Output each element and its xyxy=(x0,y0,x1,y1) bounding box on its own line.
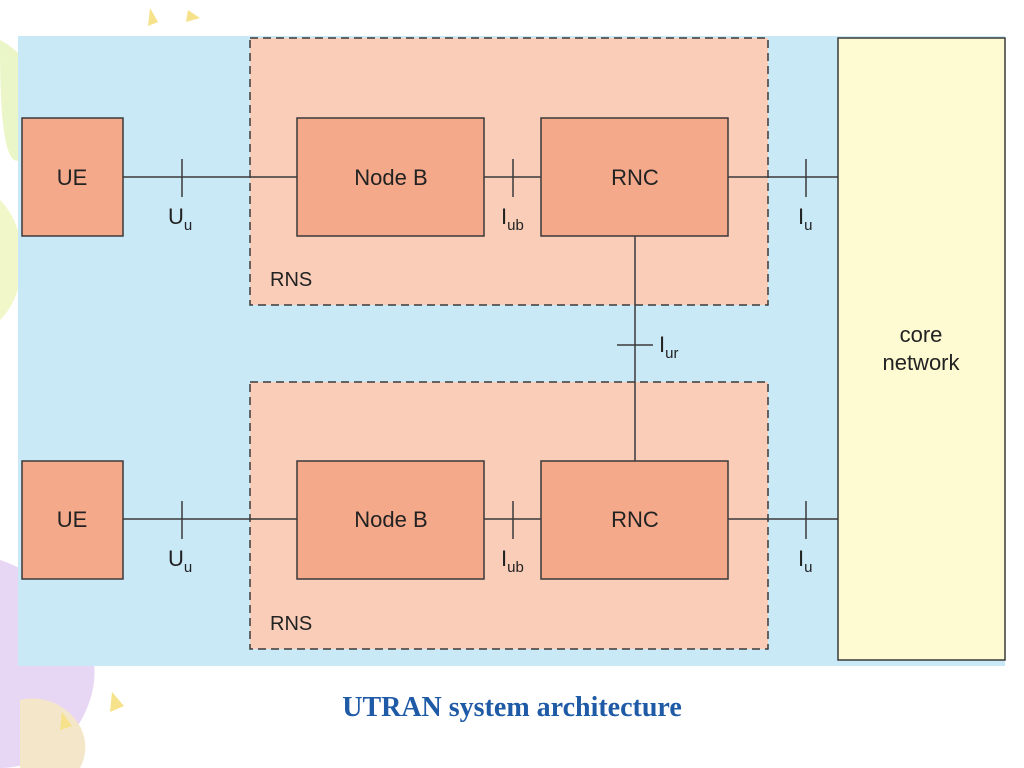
decorative-star xyxy=(110,692,124,712)
core-network-label-line2: network xyxy=(882,350,960,375)
uu-label: Uu xyxy=(168,204,192,234)
ue-box xyxy=(21,117,124,237)
rns-top: RNS UE Node B RNC Uu Iub Iu xyxy=(21,37,838,306)
decorative-star xyxy=(60,712,72,730)
diagram-caption: UTRAN system architecture xyxy=(342,692,682,723)
rnc-box xyxy=(540,460,729,580)
rnc-label: RNC xyxy=(611,165,659,190)
decorative-star xyxy=(148,8,158,26)
rnc-label: RNC xyxy=(611,507,659,532)
node-b-label: Node B xyxy=(354,507,427,532)
decorative-leaf xyxy=(0,200,23,320)
ue-label: UE xyxy=(57,165,88,190)
rns-label: RNS xyxy=(270,269,312,291)
rns-bottom: RNS UE Node B RNC Uu Iub Iu xyxy=(21,381,838,650)
iur-connection: Iur xyxy=(617,236,678,461)
uu-label: Uu xyxy=(168,546,192,576)
decorative-leaf xyxy=(20,698,86,768)
core-network-box xyxy=(837,37,1006,661)
iub-label: Iub xyxy=(501,546,524,576)
decorative-star xyxy=(186,10,200,22)
core-network-label-line1: core xyxy=(900,322,943,347)
rns-label: RNS xyxy=(270,613,312,635)
ue-box xyxy=(21,460,124,580)
iu-label: Iu xyxy=(798,546,812,576)
iur-label: Iur xyxy=(659,332,678,362)
iub-label: Iub xyxy=(501,204,524,234)
node-b-label: Node B xyxy=(354,165,427,190)
rnc-box xyxy=(540,117,729,237)
node-b-box xyxy=(296,117,485,237)
ue-label: UE xyxy=(57,507,88,532)
node-b-box xyxy=(296,460,485,580)
iu-label: Iu xyxy=(798,204,812,234)
